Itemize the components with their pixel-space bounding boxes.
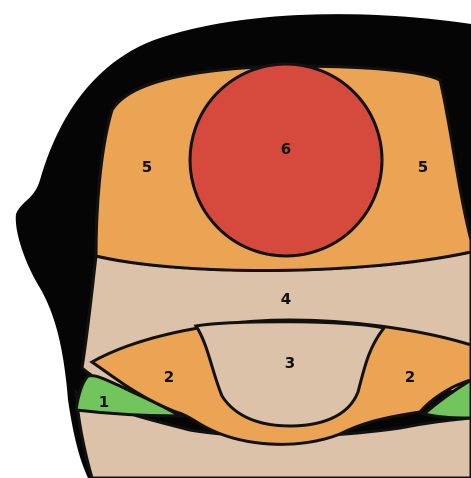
zone-6-circle: [190, 64, 382, 256]
zone-2-right-label: 2: [405, 368, 415, 386]
zone-6-label: 6: [281, 140, 291, 158]
zone-1-left-label: 1: [99, 393, 109, 411]
zone-5-right-label: 5: [418, 158, 428, 176]
zone-5-left-label: 5: [142, 158, 152, 176]
zone-2-left-label: 2: [164, 368, 174, 386]
zone-4-label: 4: [281, 290, 291, 308]
zone-3-label: 3: [285, 354, 295, 372]
